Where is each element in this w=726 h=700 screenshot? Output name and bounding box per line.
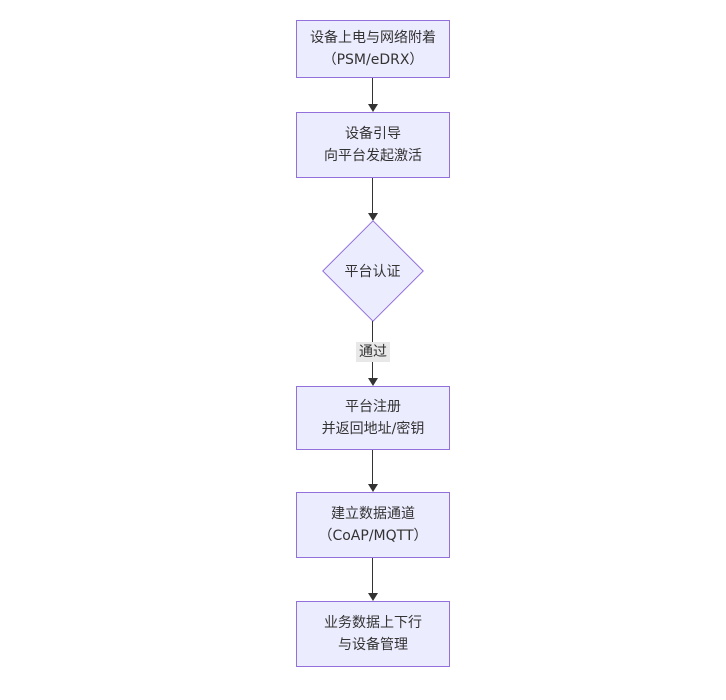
node-auth: 平台认证: [322, 220, 424, 322]
node-attach: 设备上电与网络附着 （PSM/eDRX）: [296, 20, 450, 78]
edge-register-channel: [372, 450, 373, 484]
arrowhead-icon: [368, 378, 378, 386]
edge-attach-bootstrap: [372, 78, 373, 104]
node-channel: 建立数据通道 （CoAP/MQTT）: [296, 492, 450, 558]
node-business: 业务数据上下行 与设备管理: [296, 601, 450, 667]
node-business-line2: 与设备管理: [338, 637, 408, 653]
node-bootstrap: 设备引导 向平台发起激活: [296, 112, 450, 178]
arrowhead-icon: [368, 104, 378, 112]
arrowhead-icon: [368, 593, 378, 601]
edge-bootstrap-auth: [372, 178, 373, 213]
node-attach-line1: 设备上电与网络附着: [310, 30, 436, 46]
node-channel-line1: 建立数据通道: [331, 506, 415, 522]
edge-label-pass: 通过: [356, 342, 390, 362]
edge-channel-business: [372, 558, 373, 593]
node-auth-label: 平台认证: [344, 263, 401, 280]
node-register-line2: 并返回地址/密钥: [321, 421, 425, 437]
node-bootstrap-line2: 向平台发起激活: [324, 148, 422, 164]
arrowhead-icon: [368, 213, 378, 221]
node-bootstrap-line1: 设备引导: [345, 126, 401, 142]
node-business-line1: 业务数据上下行: [324, 615, 422, 631]
node-register-line1: 平台注册: [345, 399, 401, 415]
node-attach-line2: （PSM/eDRX）: [322, 52, 424, 68]
node-channel-line2: （CoAP/MQTT）: [318, 528, 428, 544]
arrowhead-icon: [368, 484, 378, 492]
node-register: 平台注册 并返回地址/密钥: [296, 386, 450, 450]
